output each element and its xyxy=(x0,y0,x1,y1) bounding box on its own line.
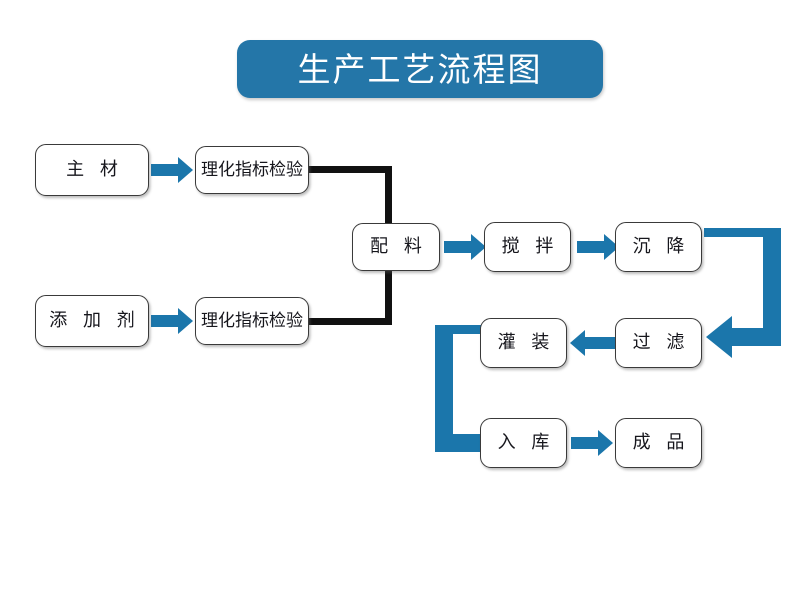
arrow-shaft xyxy=(571,437,598,449)
arrow-head xyxy=(598,430,613,456)
arrow-shaft xyxy=(151,164,178,176)
node-stirring[interactable]: 搅 拌 xyxy=(484,222,571,272)
arrow-batching-to-stirring xyxy=(444,234,486,260)
connector-batching-to-inspection-bottom-horizontal xyxy=(308,318,392,325)
node-inspection-top-label: 理化指标检验 xyxy=(201,159,303,180)
node-inspection-bottom-label: 理化指标检验 xyxy=(201,310,303,331)
arrow-main-material-to-inspection-top xyxy=(151,157,193,183)
node-filling-label: 灌 装 xyxy=(497,332,555,353)
node-inspection-bottom[interactable]: 理化指标检验 xyxy=(195,297,309,345)
node-additive[interactable]: 添 加 剂 xyxy=(35,295,149,347)
node-settling-label: 沉 降 xyxy=(632,236,690,257)
node-filtering[interactable]: 过 滤 xyxy=(615,318,702,368)
arrow-stirring-to-settling xyxy=(577,234,619,260)
arrow-head xyxy=(471,234,486,260)
arrow-head xyxy=(178,157,193,183)
connector-batching-to-inspection-bottom-vertical xyxy=(385,268,392,325)
settling-to-filtering-path xyxy=(704,228,781,358)
arrow-shaft xyxy=(585,337,618,349)
node-warehousing-label: 入 库 xyxy=(497,432,555,453)
chart-title-banner: 生产工艺流程图 xyxy=(237,40,603,98)
node-warehousing[interactable]: 入 库 xyxy=(480,418,567,468)
arrow-shaft xyxy=(444,241,471,253)
node-main-material-label: 主 材 xyxy=(66,159,123,180)
arrow-head xyxy=(178,308,193,334)
node-additive-label: 添 加 剂 xyxy=(49,310,140,331)
arrow-filtering-to-filling xyxy=(570,330,618,356)
node-filling[interactable]: 灌 装 xyxy=(480,318,567,368)
arrow-warehousing-to-finished-product xyxy=(571,430,613,456)
connector-inspection-top-to-batching-horizontal xyxy=(308,166,392,173)
connector-inspection-top-to-batching-vertical xyxy=(385,166,392,226)
node-finished-product-label: 成 品 xyxy=(632,432,690,453)
node-inspection-top[interactable]: 理化指标检验 xyxy=(195,146,309,194)
node-filtering-label: 过 滤 xyxy=(632,332,690,353)
arrow-shaft xyxy=(577,241,604,253)
node-settling[interactable]: 沉 降 xyxy=(615,222,702,272)
page-title: 生产工艺流程图 xyxy=(297,49,543,89)
arrow-shaft xyxy=(151,315,178,327)
arrow-additive-to-inspection-bottom xyxy=(151,308,193,334)
node-batching[interactable]: 配 料 xyxy=(352,223,440,271)
node-batching-label: 配 料 xyxy=(370,236,427,257)
node-stirring-label: 搅 拌 xyxy=(501,236,559,257)
arrow-head xyxy=(570,330,585,356)
node-finished-product[interactable]: 成 品 xyxy=(615,418,702,468)
node-main-material[interactable]: 主 材 xyxy=(35,144,149,196)
connector-settling-to-filtering xyxy=(704,228,781,358)
